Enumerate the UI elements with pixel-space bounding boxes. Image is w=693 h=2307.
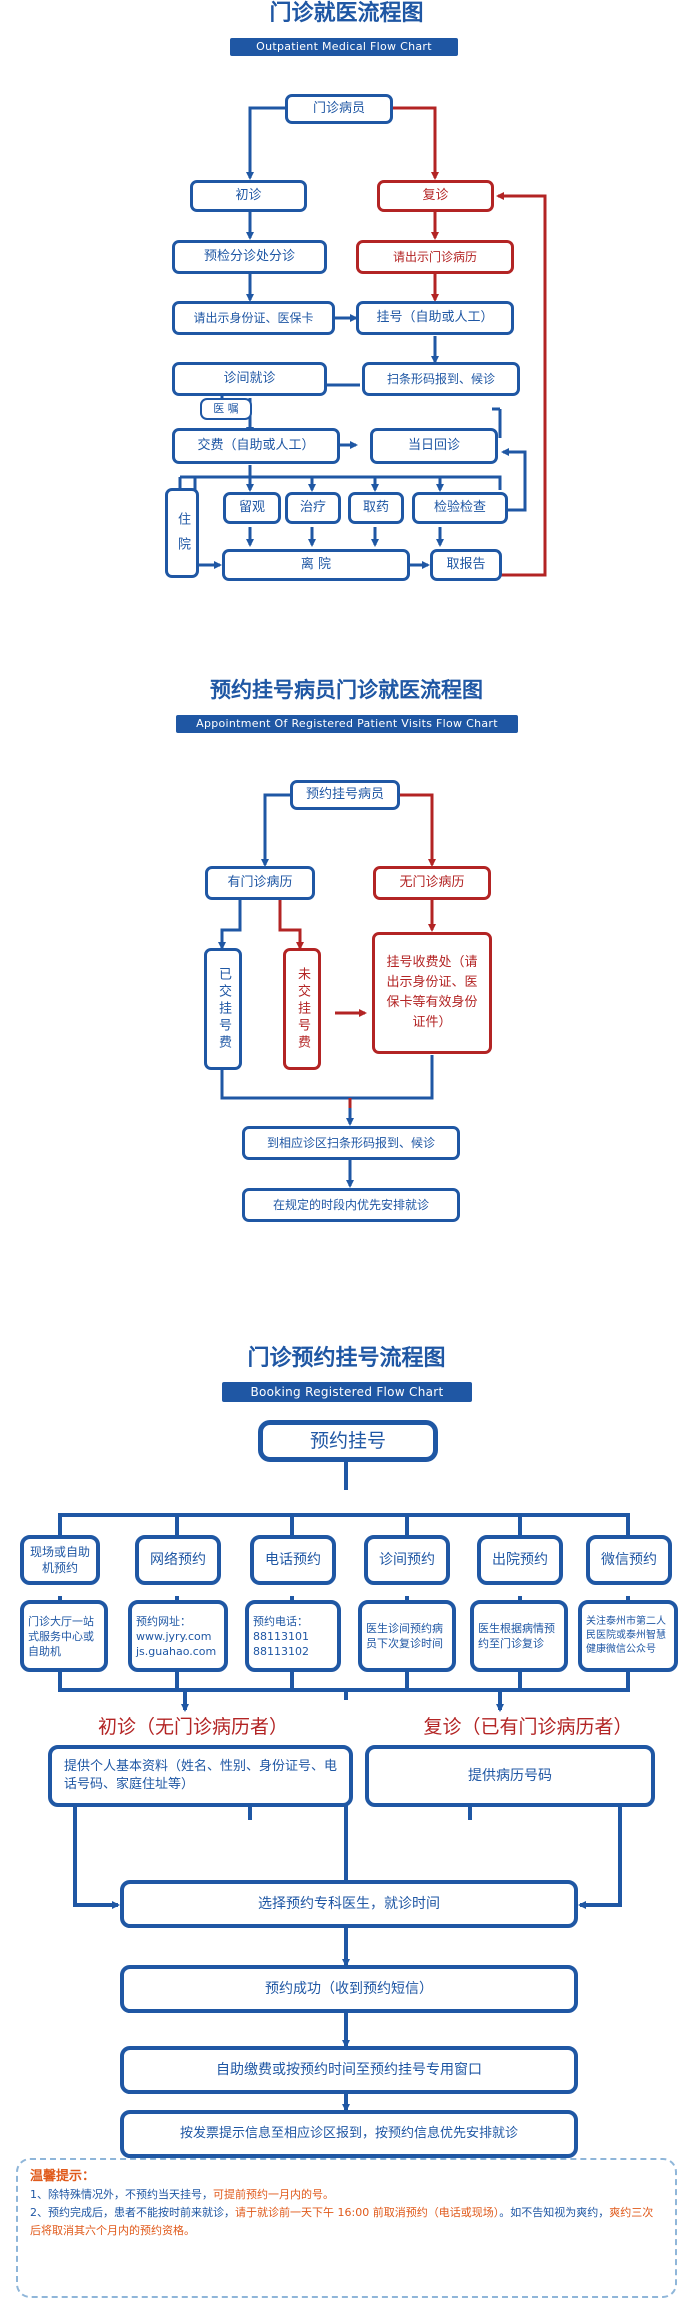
node-medicine: 取药 xyxy=(348,492,404,524)
channel-web: 网络预约 xyxy=(135,1535,221,1585)
step-pay-or-window: 自助缴费或按预约时间至预约挂号专用窗口 xyxy=(120,2046,578,2094)
chart1-title: 门诊就医流程图 xyxy=(269,1,424,26)
node-triage: 预检分诊处分诊 xyxy=(172,240,327,274)
step-report-consult: 按发票提示信息至相应诊区报到，按预约信息优先安排就诊 xyxy=(120,2110,578,2158)
node-return-visit: 复诊 xyxy=(377,180,494,212)
node-treat: 治疗 xyxy=(285,492,341,524)
node-priority-consult: 在规定的时段内优先安排就诊 xyxy=(242,1188,460,1222)
node-appointment-patient: 预约挂号病员 xyxy=(290,780,400,810)
detail-wechat: 关注泰州市第二人民医院或泰州智慧健康微信公众号 xyxy=(578,1600,678,1672)
step-booking-success: 预约成功（收到预约短信） xyxy=(120,1965,578,2013)
node-hospitalize: 住 院 xyxy=(165,488,199,578)
return-visit-header: 复诊（已有门诊病历者） xyxy=(378,1712,678,1739)
channel-discharge: 出院预约 xyxy=(477,1535,563,1585)
chart2-title: 预约挂号病员门诊就医流程图 xyxy=(210,678,483,702)
tips-line-1: 1、除特殊情况外，不预约当天挂号，可提前预约一月内的号。 xyxy=(30,2186,663,2204)
node-scan-report: 扫条形码报到、候诊 xyxy=(362,362,520,396)
detail-web: 预约网址：www.jyry.com js.guahao.com xyxy=(128,1600,228,1672)
node-consult: 诊间就诊 xyxy=(172,362,327,396)
node-pay: 交费（自助或人工） xyxy=(172,428,340,464)
node-exam: 检验检查 xyxy=(412,492,508,524)
first-visit-header: 初诊（无门诊病历者） xyxy=(58,1712,328,1739)
chart3-title: 门诊预约挂号流程图 xyxy=(247,1346,446,1371)
chart3-subtitle: Booking Registered Flow Chart xyxy=(222,1382,472,1402)
node-register: 挂号（自助或人工） xyxy=(356,301,514,335)
node-leave: 离 院 xyxy=(222,549,410,581)
tip2-c: 。如不告知视为爽约， xyxy=(499,2206,610,2219)
tips-title: 温馨提示： xyxy=(30,2169,96,2184)
tip1-b: 可提前预约一月内的号。 xyxy=(213,2188,334,2201)
node-has-record: 有门诊病历 xyxy=(205,866,315,900)
node-first-visit: 初诊 xyxy=(190,180,307,212)
tips-box: 温馨提示： 1、除特殊情况外，不预约当天挂号，可提前预约一月内的号。 2、预约完… xyxy=(16,2158,677,2298)
node-prescription: 医 嘱 xyxy=(200,398,252,420)
node-show-id: 请出示身份证、医保卡 xyxy=(172,301,335,335)
detail-clinic: 医生诊间预约病员下次复诊时间 xyxy=(358,1600,456,1672)
node-get-report: 取报告 xyxy=(430,549,502,581)
detail-onsite: 门诊大厅一站式服务中心或自助机 xyxy=(20,1600,108,1672)
tips-line-2: 2、预约完成后，患者不能按时前来就诊，请于就诊前一天下午 16:00 前取消预约… xyxy=(30,2204,663,2240)
node-start-patient: 门诊病员 xyxy=(285,94,393,124)
tip2-d: 爽约三次后将取消其六个月内的预约资格。 xyxy=(30,2206,654,2237)
first-visit-head-text: 初诊（无门诊病历者） xyxy=(97,1716,288,1738)
channel-clinic: 诊间预约 xyxy=(364,1535,450,1585)
return-visit-head-text: 复诊（已有门诊病历者） xyxy=(423,1716,633,1738)
chart1-subtitle: Outpatient Medical Flow Chart xyxy=(230,38,458,56)
channel-phone: 电话预约 xyxy=(250,1535,336,1585)
return-visit-detail: 提供病历号码 xyxy=(365,1745,655,1807)
node-paid-fee: 已交挂号费 xyxy=(204,948,242,1070)
node-same-day-return: 当日回诊 xyxy=(370,428,498,464)
detail-phone: 预约电话：88113101 88113102 xyxy=(245,1600,341,1672)
channel-onsite: 现场或自助机预约 xyxy=(20,1535,100,1585)
node-observe: 留观 xyxy=(223,492,281,524)
node-booking: 预约挂号 xyxy=(258,1420,438,1462)
node-registration-office: 挂号收费处（请出示身份证、医保卡等有效身份证件） xyxy=(372,932,492,1054)
channel-wechat: 微信预约 xyxy=(586,1535,672,1585)
chart2-subtitle: Appointment Of Registered Patient Visits… xyxy=(176,715,518,733)
node-no-record: 无门诊病历 xyxy=(373,866,491,900)
tip2-b: 请于就诊前一天下午 16:00 前取消预约（电话或现场） xyxy=(235,2206,500,2219)
step-select-doctor: 选择预约专科医生，就诊时间 xyxy=(120,1880,578,1928)
tip1-a: 1、除特殊情况外，不预约当天挂号， xyxy=(30,2188,213,2201)
node-unpaid-fee: 未交挂号费 xyxy=(283,948,321,1070)
detail-discharge: 医生根据病情预约至门诊复诊 xyxy=(470,1600,568,1672)
node-show-record: 请出示门诊病历 xyxy=(356,240,514,274)
first-visit-detail: 提供个人基本资料（姓名、性别、身份证号、电话号码、家庭住址等） xyxy=(48,1745,353,1807)
node-scan-wait: 到相应诊区扫条形码报到、候诊 xyxy=(242,1126,460,1160)
tip2-a: 2、预约完成后，患者不能按时前来就诊， xyxy=(30,2206,235,2219)
